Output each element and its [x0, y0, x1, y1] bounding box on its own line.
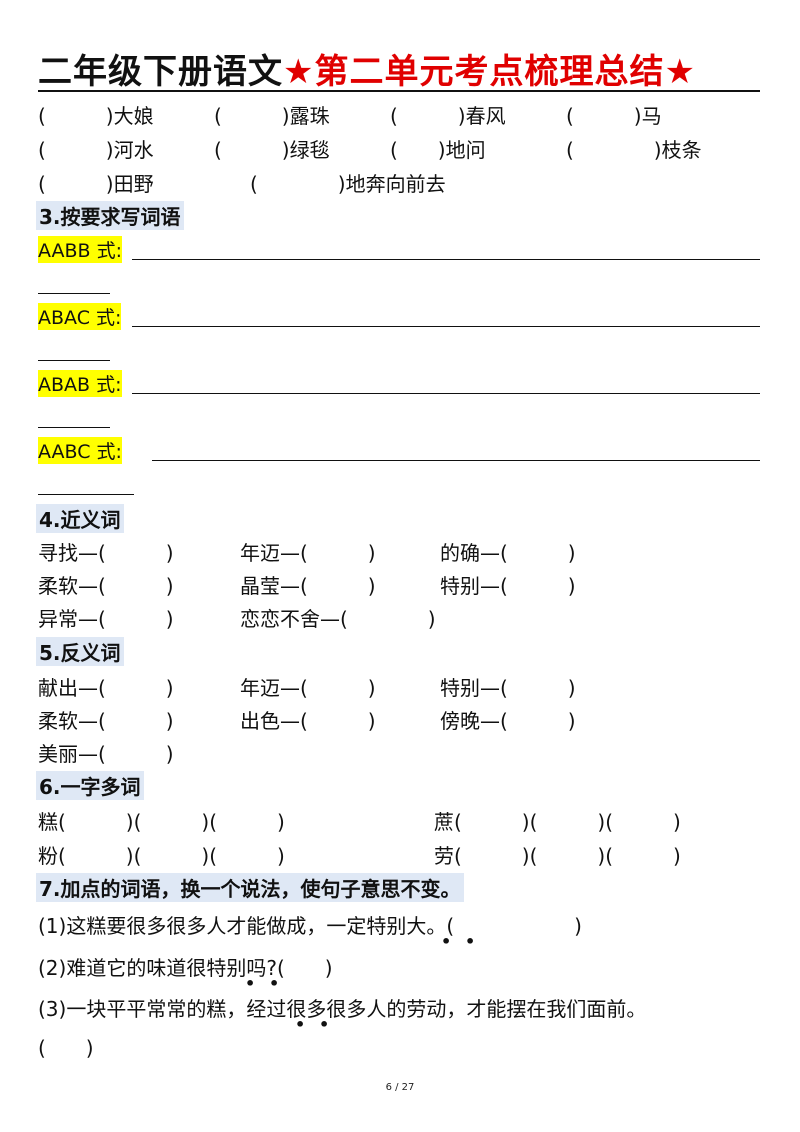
fill-item: ( )河水: [38, 138, 154, 162]
synonym-item: 的确—( ): [440, 541, 576, 565]
question-item: (1)这糕要很多很多人才能做成，一定特别大。( ): [38, 914, 582, 938]
synonym-item: 特别—( ): [440, 574, 576, 598]
synonym-item: 恋恋不舍—( ): [240, 607, 436, 631]
fill-item: ( )地奔向前去: [250, 172, 446, 196]
multi-word-item: 蔗( )( )( ): [434, 810, 681, 834]
answer-line: [132, 326, 760, 327]
emphasis-dots: •: [319, 1015, 330, 1034]
antonym-item: 出色—( ): [240, 709, 376, 733]
multi-word-item: 劳( )( )( ): [434, 844, 681, 868]
section-heading-3: 3.按要求写词语: [36, 201, 184, 230]
question-item: (3)一块平平常常的糕，经过很多很多人的劳动，才能摆在我们面前。: [38, 997, 647, 1021]
emphasis-dots: •: [441, 932, 452, 951]
fill-item: ( )地问: [390, 138, 486, 162]
emphasis-dots: •: [465, 932, 476, 951]
question-item: (2)难道它的味道很特别吗?( ): [38, 956, 333, 980]
fill-item: ( )田野: [38, 172, 154, 196]
title-rule: [38, 90, 760, 92]
pattern-label-abab: ABAB 式:: [38, 370, 122, 397]
question-item: ( ): [38, 1036, 94, 1060]
answer-line: [132, 259, 760, 260]
emphasis-dots: •: [295, 1015, 306, 1034]
antonym-item: 特别—( ): [440, 676, 576, 700]
multi-word-item: 糕( )( )( ): [38, 810, 285, 834]
section-heading-7: 7.加点的词语，换一个说法，使句子意思不变。: [36, 873, 464, 902]
antonym-item: 年迈—( ): [240, 676, 376, 700]
fill-item: ( )大娘: [38, 104, 154, 128]
fill-item: ( )绿毯: [214, 138, 330, 162]
pattern-label-aabc: AABC 式:: [38, 437, 122, 464]
synonym-item: 异常—( ): [38, 607, 174, 631]
synonym-item: 年迈—( ): [240, 541, 376, 565]
antonym-item: 献出—( ): [38, 676, 174, 700]
title-highlight: ★第二单元考点梳理总结★: [283, 52, 696, 92]
page-number: 6 / 27: [385, 1082, 415, 1093]
antonym-item: 柔软—( ): [38, 709, 174, 733]
answer-line: [132, 393, 760, 394]
antonym-item: 傍晚—( ): [440, 709, 576, 733]
answer-line: [38, 293, 110, 294]
antonym-item: 美丽—( ): [38, 742, 174, 766]
answer-line: [152, 460, 760, 461]
fill-item: ( )马: [566, 104, 662, 128]
pattern-label-abac: ABAC 式:: [38, 303, 122, 330]
synonym-item: 柔软—( ): [38, 574, 174, 598]
answer-line: [38, 494, 134, 495]
page-title: 二年级下册语文★第二单元考点梳理总结★: [38, 44, 696, 93]
fill-item: ( )枝条: [566, 138, 702, 162]
fill-item: ( )春风: [390, 104, 506, 128]
answer-line: [38, 427, 110, 428]
pattern-label-aabb: AABB 式:: [38, 236, 123, 263]
section-heading-5: 5.反义词: [36, 637, 124, 666]
section-heading-6: 6.一字多词: [36, 771, 144, 800]
answer-line: [38, 360, 110, 361]
fill-item: ( )露珠: [214, 104, 330, 128]
synonym-item: 晶莹—( ): [240, 574, 376, 598]
emphasis-dots: •: [245, 974, 256, 993]
synonym-item: 寻找—( ): [38, 541, 174, 565]
emphasis-dots: •: [269, 974, 280, 993]
multi-word-item: 粉( )( )( ): [38, 844, 285, 868]
title-main: 二年级下册语文: [38, 52, 283, 92]
section-heading-4: 4.近义词: [36, 504, 124, 533]
